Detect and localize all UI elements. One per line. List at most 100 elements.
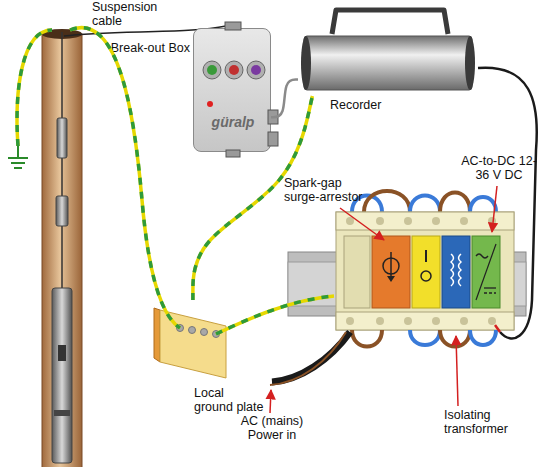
surge-module-body-part xyxy=(376,217,384,225)
signal-cable-line xyxy=(271,80,298,118)
surge-module-body-part xyxy=(432,317,440,325)
recorder-unit: Recorder xyxy=(298,30,478,96)
surge-module-body-part xyxy=(404,317,412,325)
callout-arrows-part xyxy=(456,336,458,406)
device-label: Break-out Box xyxy=(102,41,190,55)
surge-module-wires-top-part xyxy=(440,193,470,213)
dc-power-cable xyxy=(478,68,537,339)
plate-outline xyxy=(150,300,228,380)
surge-module-body-part xyxy=(336,312,514,330)
mains-power-cable-part xyxy=(272,332,350,382)
ac-dc-module-part xyxy=(476,254,488,258)
surge-module-wires-top-part xyxy=(410,196,440,213)
device-label: Recorder xyxy=(330,98,410,112)
recorder-body xyxy=(304,36,472,90)
brand-mark: güralp xyxy=(194,115,272,129)
ground-plate: Local ground plate xyxy=(150,300,228,380)
surge-module-wires-bottom-part xyxy=(410,330,440,345)
switch-module-part xyxy=(421,271,431,281)
surge-arrestor-module-part xyxy=(390,252,392,280)
callout-label: Isolating transformer xyxy=(444,408,528,436)
bolt-hole xyxy=(213,331,220,338)
borehole-sonde-part xyxy=(61,32,63,290)
signal-cable xyxy=(271,80,298,118)
borehole-sonde-part xyxy=(57,118,67,158)
surge-module-body-part xyxy=(344,236,370,308)
borehole-sonde xyxy=(52,32,72,463)
bolt-hole xyxy=(189,327,196,334)
surge-module-wires-bottom-part xyxy=(352,330,382,347)
surge-module-body xyxy=(336,212,514,330)
surge-arrestor-module xyxy=(372,236,410,308)
callout-arrows-part xyxy=(270,390,271,413)
ground-symbol-part xyxy=(14,167,22,169)
surge-module-body-part xyxy=(404,217,412,225)
plate-edge xyxy=(154,308,160,362)
switch-module-part xyxy=(425,250,427,262)
cylinder-outline xyxy=(298,30,478,96)
switch-module-part xyxy=(412,236,440,308)
ground-symbol-part xyxy=(11,162,25,164)
surge-module-body-part xyxy=(488,317,496,325)
ground-symbol-part xyxy=(8,157,28,159)
borehole-sonde-part xyxy=(56,196,68,226)
callout-label: AC-to-DC 12-36 V DC xyxy=(458,154,540,182)
surge-arrestor-module-part xyxy=(372,236,410,308)
dc-power-cable-part xyxy=(495,325,500,332)
surge-module-wires-bottom-part xyxy=(470,330,496,345)
earth-cables-part xyxy=(17,30,52,146)
callout-arrows xyxy=(270,186,497,413)
ac-dc-module xyxy=(472,236,500,308)
isolating-transformer-module-part xyxy=(451,254,454,286)
bolt-hole xyxy=(177,325,184,332)
surge-module-wires-top-part xyxy=(364,191,410,212)
surge-arrestor-module-part xyxy=(387,276,395,282)
surge-module-body-part xyxy=(460,217,468,225)
surge-module-wires-top xyxy=(352,191,496,212)
surge-module-body-part xyxy=(488,217,496,225)
recorder-handle-part xyxy=(332,10,448,34)
callout-label: AC (mains) Power in xyxy=(232,414,312,442)
device-label: Local ground plate xyxy=(194,386,266,414)
breakout-box: Break-out Boxgüralp xyxy=(193,28,271,152)
surge-module-body-part xyxy=(336,212,514,230)
ac-dc-module-part xyxy=(476,244,496,300)
recorder-end-cap xyxy=(465,36,475,90)
isolating-transformer-module xyxy=(442,236,470,308)
earth-cables-part xyxy=(70,28,180,328)
earth-cables-part xyxy=(216,296,334,334)
surge-module-body-part xyxy=(376,317,384,325)
ac-dc-module-part xyxy=(472,236,500,308)
mains-power-cable xyxy=(270,332,350,385)
plate-face xyxy=(160,310,226,378)
borehole xyxy=(42,29,82,467)
callout-arrows-part xyxy=(340,208,384,240)
isolating-transformer-module-part xyxy=(459,254,462,286)
borehole-sonde-part xyxy=(52,288,72,463)
mains-power-cable-part xyxy=(270,332,346,385)
earth-cables-part xyxy=(70,28,180,328)
surge-module-body-part xyxy=(346,317,354,325)
switch-module xyxy=(412,236,440,308)
bolt-hole xyxy=(201,329,208,336)
borehole-sonde-part xyxy=(54,410,70,416)
recorder-end-cap xyxy=(301,36,311,90)
surge-module-body-part xyxy=(432,217,440,225)
ac-dc-module-part xyxy=(484,287,496,288)
surge-module-body-part xyxy=(336,212,514,330)
surge-module-body-part xyxy=(460,317,468,325)
recorder-handle xyxy=(332,10,448,34)
isolating-transformer-module-part xyxy=(442,236,470,308)
ac-dc-module-part xyxy=(484,292,496,293)
callout-arrows-part xyxy=(492,186,497,232)
dc-power-cable-part xyxy=(478,68,537,339)
callout-label: Suspension cable xyxy=(92,0,172,28)
ground-symbol xyxy=(8,146,28,168)
ground-symbol-part xyxy=(17,146,19,158)
earth-cables-part xyxy=(216,296,334,334)
surge-module-wires-bottom xyxy=(352,330,496,347)
earth-cables-part xyxy=(17,30,52,146)
surge-module-wires-top-part xyxy=(470,197,496,212)
surge-module-wires-bottom-part xyxy=(440,330,470,347)
